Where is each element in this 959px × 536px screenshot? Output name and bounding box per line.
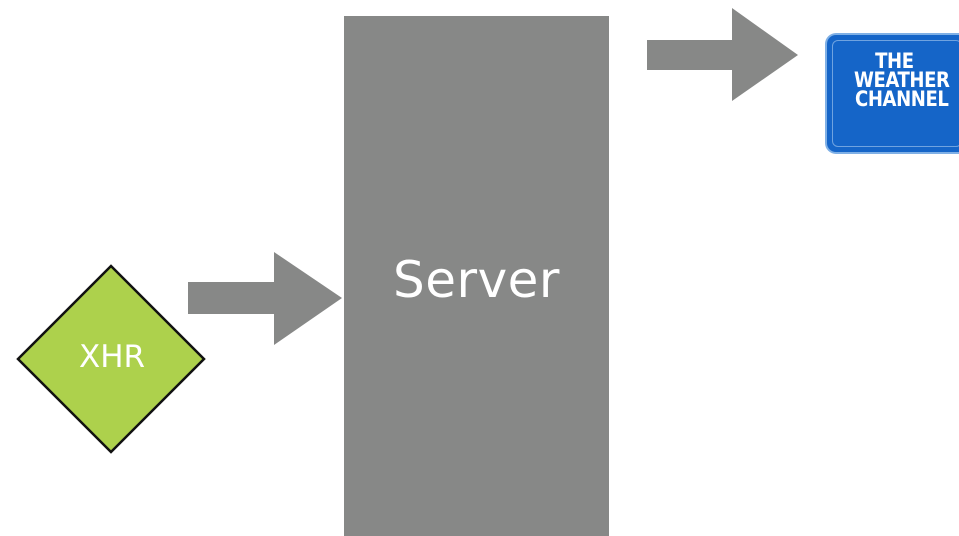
- logo-line-the: THE: [875, 49, 914, 73]
- logo-line-channel: CHANNEL: [855, 87, 949, 111]
- server-label: Server: [393, 251, 560, 309]
- logo-border: [832, 40, 959, 147]
- xhr-diamond-shape: [16, 264, 206, 454]
- logo-line-weather: WEATHER: [854, 68, 950, 92]
- xhr-label: XHR: [78, 339, 146, 375]
- arrow-server-to-weather-shape: [647, 8, 798, 101]
- server-block: Server: [344, 16, 609, 536]
- weather-channel-logo: THE WEATHER CHANNEL: [827, 35, 959, 152]
- arrow-xhr-to-server-shape: [188, 252, 342, 345]
